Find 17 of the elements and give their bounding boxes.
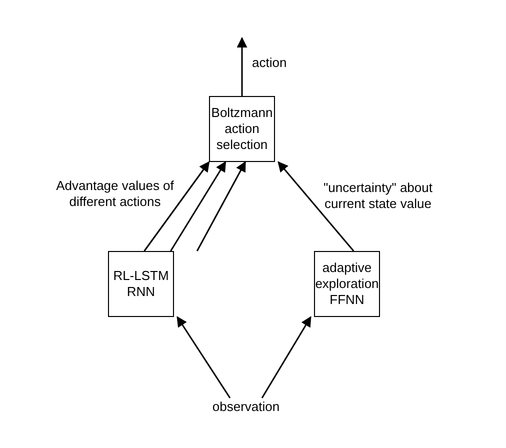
node-label: adaptive exploration FFNN: [315, 260, 379, 308]
arrow: [176, 316, 231, 398]
arrow: [236, 36, 248, 96]
arrow: [196, 161, 246, 252]
arrow: [278, 161, 354, 252]
arrow: [170, 161, 226, 252]
process-box: [314, 251, 380, 317]
edge-label: "uncertainty" about current state value: [322, 180, 434, 212]
node-label: RL-LSTM RNN: [112, 268, 170, 300]
process-box: [209, 96, 275, 162]
annotation-text: Advantage values of different actions: [55, 178, 175, 210]
process-box: [108, 251, 174, 317]
arrow: [261, 316, 312, 398]
edge-label: action: [252, 55, 287, 72]
input-label: observation: [212, 398, 280, 416]
arrow: [144, 161, 210, 252]
node-label: Boltzmann action selection: [210, 104, 274, 154]
